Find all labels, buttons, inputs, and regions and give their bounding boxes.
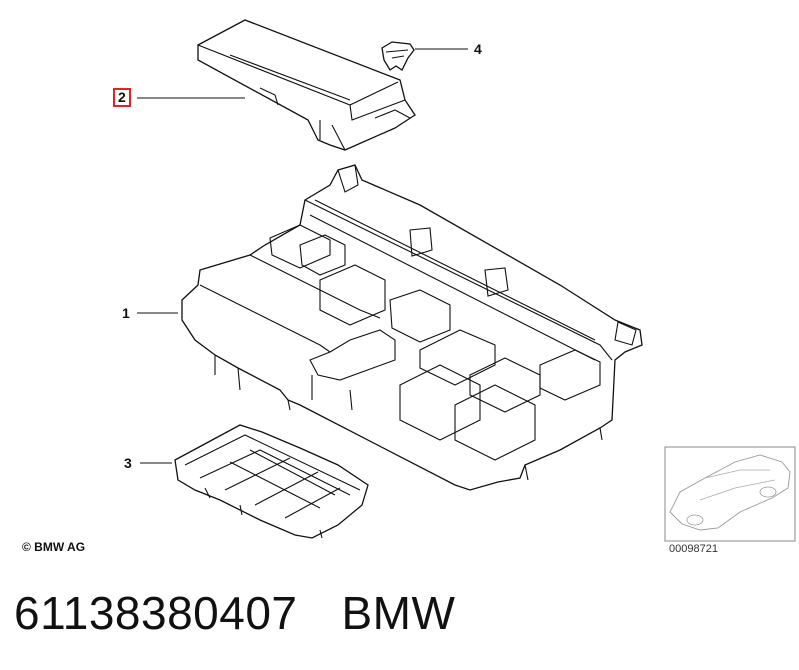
part-2-module-cover[interactable] (197, 19, 416, 151)
callout-3[interactable]: 3 (124, 455, 132, 471)
callout-1[interactable]: 1 (122, 305, 130, 321)
vehicle-locator-thumbnail (664, 446, 796, 542)
part-number: 61138380407 (14, 587, 298, 639)
brand-name: BMW (341, 587, 456, 639)
part-caption: 61138380407 BMW (14, 586, 455, 640)
diagram-number: 00098721 (669, 543, 718, 555)
part-4-clip[interactable] (381, 41, 415, 71)
part-1-fuse-box[interactable] (181, 164, 643, 491)
callout-2[interactable]: 2 (113, 88, 131, 107)
part-3-tray[interactable] (174, 424, 369, 539)
callout-4[interactable]: 4 (474, 41, 482, 57)
copyright-text: © BMW AG (22, 540, 86, 554)
